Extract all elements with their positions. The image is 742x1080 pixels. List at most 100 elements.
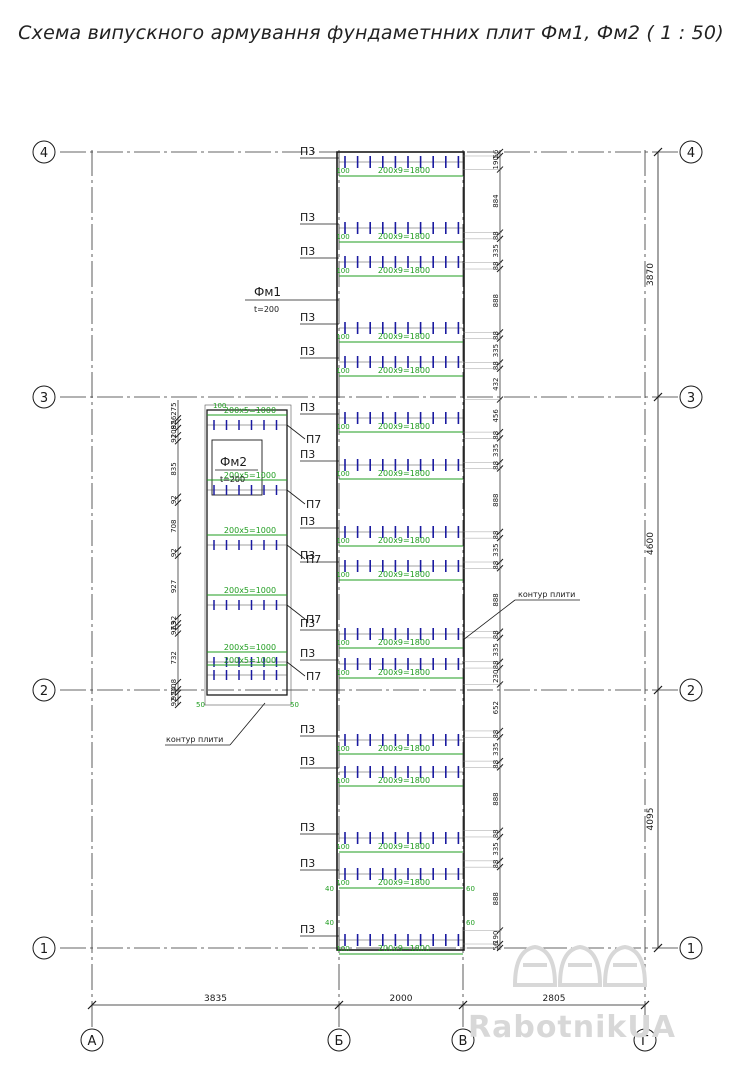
spacing-dim-text: 200x9=1800 [378,744,430,753]
bottom-dim-tick [334,1000,344,1010]
contour-leader-fm1 [462,599,516,641]
watermark-text: RabotnikUA [468,1010,677,1045]
spacing-dim-text: 200x9=1800 [378,668,430,677]
strip-dim-text: 88 [492,361,500,370]
fm2-dim-text: 92 [170,421,178,430]
edge-dim-text: 100 [336,470,349,478]
bottom-dim-text: 2000 [390,994,413,1004]
drawing-title: Схема випускного армування фундаметнних … [18,22,724,44]
spacing-dim-text: 200x9=1800 [378,166,430,175]
contour-leader-fm2 [229,702,266,746]
strip-dim-text: 88 [492,760,500,769]
p3-label: П3 [300,448,315,461]
axis-bubble-col [80,1028,104,1052]
strip-dim-text: 888 [492,593,500,606]
strip-dim-text: 456 [492,409,500,423]
p7-label: П7 [306,498,321,511]
strip-dim-text: 335 [492,643,500,656]
fm2-dim-text: 108 [170,679,178,692]
p3-label: П3 [300,401,315,414]
fm2-spacing-dim-text: 200x5=1000 [224,406,276,415]
bottom-dim-tick [640,1000,650,1010]
bottom-dim-tick [87,1000,97,1010]
right-dim-tick [653,943,663,953]
fm2-dim-text: 92 [170,616,178,625]
fm2-dim-text: 275 [170,402,178,415]
p7-leader [286,424,306,440]
spacing-dim-text: 200x9=1800 [378,469,430,478]
strip-dim-text: 56 [492,149,500,158]
fm2-dim-text: 54 [170,686,178,695]
axis-label-row: 2 [687,684,695,699]
right-dim-text: 4600 [646,532,656,555]
edge-dim-text: 100 [336,945,349,953]
p3-label: П3 [300,345,315,358]
bottom-dim-text: 3835 [204,994,227,1004]
strip-dim-text: 335 [492,444,500,457]
p7-label: П7 [306,670,321,683]
strip-dim-text: 335 [492,842,500,855]
strip-dim-text: 432 [492,377,500,390]
strip-dim-text: 884 [492,194,500,208]
edge-dim-text: 100 [336,777,349,785]
axis-label-row: 4 [40,146,48,161]
rebar-rows [207,156,463,946]
fm2-dim-tick [174,552,182,560]
spacing-dim-text: 200x9=1800 [378,570,430,579]
fm2-dim-tick [174,701,182,709]
fm2-spacing-dim-text: 200x5=1000 [224,586,276,595]
slab-fm2-contour [204,404,292,706]
fm2-dim-tick [174,695,182,703]
strip-dim-text: 88 [492,730,500,739]
bottom-dim-text: 2805 [543,994,566,1004]
axis-bubble-row [32,140,56,164]
axis-bubble-col [327,1028,351,1052]
fm2-dim-tick [174,619,182,627]
p3-label: П3 [300,821,315,834]
axis-bubble-row [32,936,56,960]
right-dim-tick [653,685,663,695]
fm2-dim-tick [174,418,182,426]
p3-label: П3 [300,723,315,736]
fm2-spacing-dim-text: 200x5=1000 [224,643,276,652]
strip-dim-text: 190 [492,156,500,169]
axis-bubble-row [679,385,703,409]
strip-dim-text: 888 [492,792,500,805]
edge-dim-text: 100 [336,669,349,677]
spacing-dim-text: 200x9=1800 [378,776,430,785]
spacing-dim-text: 200x9=1800 [378,638,430,647]
edge-60b: 60 [466,919,475,927]
fm2-dim-text: 92 [170,691,178,700]
edge-40: 40 [325,885,334,893]
fm2-dim-tick [174,689,182,697]
axis-label-row: 4 [687,146,695,161]
strip-dim-text: 88 [492,231,500,240]
strip-dim-text: 230 [492,670,500,683]
axis-label-col: А [88,1034,97,1049]
spacing-dim-text: 200x9=1800 [378,422,430,431]
fm2-dim-tick [174,431,182,439]
spacing-dim-text: 200x9=1800 [378,332,430,341]
strip-dim-text: 88 [492,860,500,869]
p3-label: П3 [300,245,315,258]
fm2-spacing-dim-text: 200x5=1000 [224,656,276,665]
strip-dim-text: 888 [492,294,500,307]
p3-label: П3 [300,515,315,528]
strip-dim-text: 190 [492,931,500,944]
spacing-dim-text: 200x9=1800 [378,536,430,545]
p3-label: П3 [300,923,315,936]
strip-dim-text: 88 [492,660,500,669]
axis-label-row: 3 [687,391,695,406]
fm2-dim-tick [174,613,182,621]
spacing-dim-text: 200x9=1800 [378,266,430,275]
strip-dim-text: 88 [492,630,500,639]
strip-dim-text: 335 [492,244,500,257]
fm2-label: Фм2 [220,455,247,469]
axis-label-col: Б [335,1034,344,1049]
fm2-edge-100: 100 [213,402,226,410]
edge-40b: 40 [325,919,334,927]
axis-label-row: 2 [40,684,48,699]
edge-dim-text: 100 [336,745,349,753]
p7-label: П7 [306,553,321,566]
fm2-dim-text: 927 [170,580,178,593]
